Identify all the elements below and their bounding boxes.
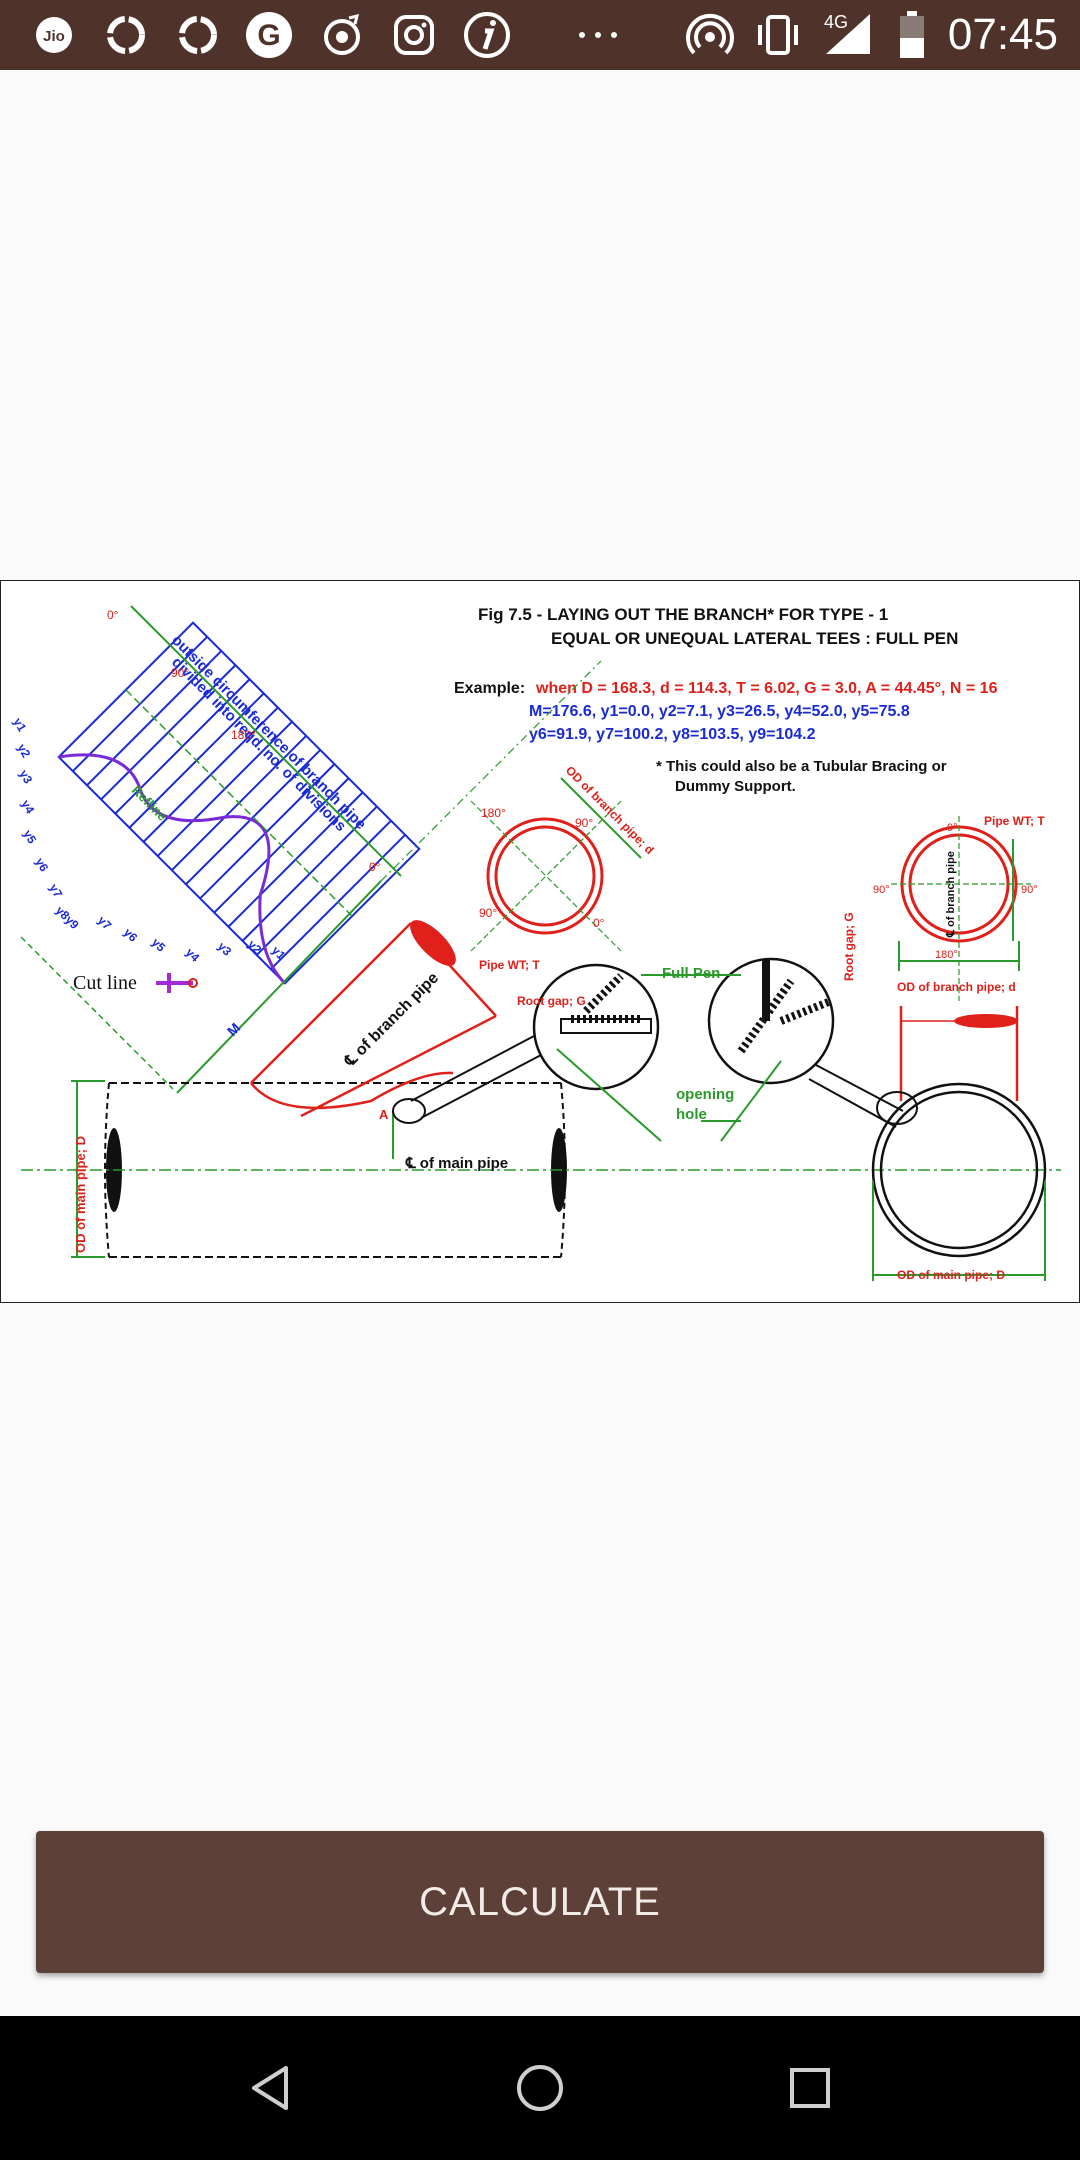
navigation-bar (0, 2016, 1080, 2160)
a-label: A (379, 1107, 389, 1122)
full-pen-label: Full Pen (662, 965, 720, 982)
deg-90-top: 90° (171, 666, 189, 680)
cut-line-label: Cut line (73, 972, 137, 994)
refline-label: Refline (129, 783, 170, 824)
note-line1: * This could also be a Tubular Bracing o… (656, 758, 947, 775)
opening-hole-line1: opening (676, 1086, 734, 1103)
y-label: y6 (32, 856, 51, 875)
pipe-wt-left: Pipe WT; T (479, 958, 540, 972)
od-main-left: OD of main pipe; D (73, 1136, 88, 1253)
calculate-button[interactable]: CALCULATE (36, 1831, 1044, 1973)
deg-90-diag-top: 90° (575, 816, 593, 830)
example-line1: when D = 168.3, d = 114.3, T = 6.02, G =… (535, 680, 998, 697)
cl-branch-small: ℄ of branch pipe (945, 851, 957, 938)
layout-template (57, 621, 421, 985)
deg-180-diag: 180° (481, 806, 506, 820)
deg-90-right-left: 90° (873, 884, 890, 896)
y-label: y5 (149, 935, 169, 955)
content-area: Fig 7.5 - LAYING OUT THE BRANCH* FOR TYP… (0, 70, 1080, 2016)
status-bar: Jio G 4G 07:45 (0, 0, 1080, 70)
y-label: y5 (20, 828, 39, 847)
deg-0-right: 0° (369, 860, 381, 874)
sync-circle-icon (102, 0, 150, 70)
deg-0-right-top: 0° (947, 822, 958, 834)
example-label: Example: (454, 680, 525, 697)
y-label: y3 (16, 768, 35, 787)
y-label: y6 (121, 925, 141, 945)
google-icon: G (244, 0, 294, 70)
example-line3: y6=91.9, y7=100.2, y8=103.5, y9=104.2 (529, 726, 816, 743)
y-label: y2 (14, 742, 33, 761)
opening-hole-line2: hole (676, 1106, 707, 1123)
m-label: M (224, 1020, 244, 1040)
outside-circ-line2: divided into reqd. no. of divisions (168, 654, 349, 835)
y-label: y7 (95, 913, 115, 933)
diagram-title-line1: Fig 7.5 - LAYING OUT THE BRANCH* FOR TYP… (478, 605, 888, 624)
y-label: y4 (183, 945, 203, 965)
vibrate-icon (750, 0, 806, 70)
signal-icon: 4G (816, 0, 876, 70)
back-icon[interactable] (210, 2016, 330, 2160)
example-line2: M=176.6, y1=0.0, y2=7.1, y3=26.5, y4=52.… (529, 703, 910, 720)
recents-icon[interactable] (750, 2016, 870, 2160)
network-type: 4G (824, 12, 848, 32)
deg-90-right-right: 90° (1021, 884, 1038, 896)
deg-0-top: 0° (107, 608, 119, 622)
cl-branch-label: ℄ of branch pipe (341, 969, 442, 1070)
y-label: y4 (18, 798, 37, 817)
y-label: y8y9 (53, 903, 82, 932)
root-gap-left: Root gap; G (517, 994, 586, 1008)
carrier-badge: Jio (43, 28, 65, 45)
sync-circle-icon (174, 0, 222, 70)
y-label: y7 (46, 882, 65, 901)
battery-icon (896, 0, 928, 70)
weld-detail-left (392, 963, 662, 1142)
music-app-icon (318, 0, 366, 70)
branch-pipe (250, 920, 497, 1118)
jio-icon: Jio (34, 0, 74, 70)
deg-180-right: 180° (935, 949, 958, 961)
main-section-right: OD of main pipe; D (871, 1006, 1047, 1282)
weld-detail-right (707, 957, 904, 1142)
branch-section-right: 0° 90° 90° 180° ℄ of branch pipe (873, 816, 1038, 1001)
root-gap-right: Root gap; G (842, 912, 856, 981)
deg-180-top: 180° (231, 728, 256, 742)
svg-text:G: G (257, 19, 280, 52)
y-label: y1 (269, 943, 289, 963)
status-clock: 07:45 (947, 10, 1058, 59)
info-app-icon (462, 0, 512, 70)
branch-end-view: OD of branch pipe; d 180° 90° 90° 0° (470, 763, 657, 952)
y-label: y3 (215, 939, 235, 959)
main-pipe: OD of main pipe; D (21, 1080, 1061, 1258)
od-branch-right: OD of branch pipe; d (897, 980, 1016, 994)
deg-90-diag-left: 90° (479, 906, 497, 920)
deg-0-diag: 0° (593, 916, 605, 930)
od-branch-diag: OD of branch pipe; d (563, 763, 657, 857)
diagram-title-line2: EQUAL OR UNEQUAL LATERAL TEES : FULL PEN (551, 629, 958, 648)
y-label: y1 (10, 716, 29, 735)
branch-layout-diagram: Fig 7.5 - LAYING OUT THE BRANCH* FOR TYP… (0, 580, 1080, 1303)
instagram-icon (390, 0, 438, 70)
diagram-svg: Fig 7.5 - LAYING OUT THE BRANCH* FOR TYP… (10, 605, 1061, 1282)
note-line2: Dummy Support. (675, 778, 796, 795)
pipe-wt-right: Pipe WT; T (984, 814, 1045, 828)
cl-main-label: ℄ of main pipe (405, 1155, 508, 1172)
od-main-bottom: OD of main pipe; D (897, 1268, 1005, 1282)
home-icon[interactable] (480, 2016, 600, 2160)
more-dots-icon (574, 0, 622, 70)
hotspot-icon (684, 0, 736, 70)
